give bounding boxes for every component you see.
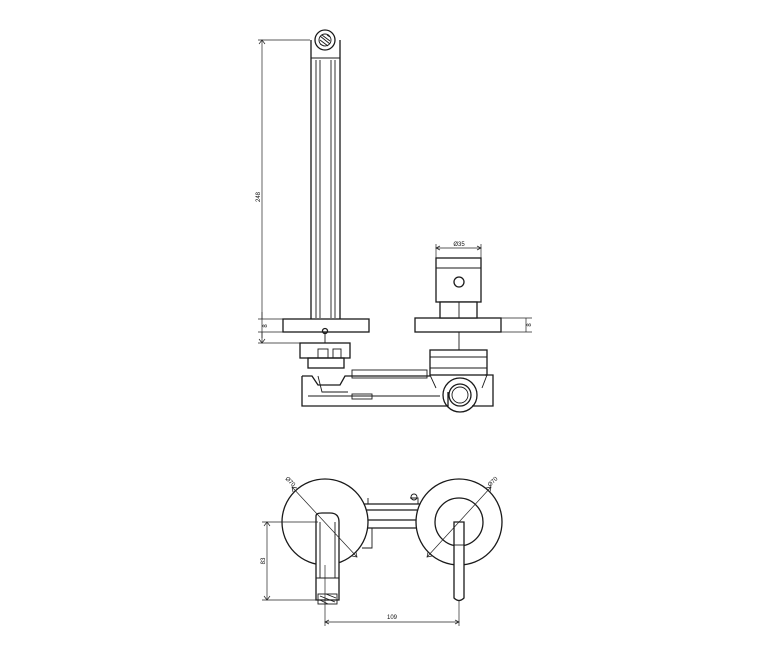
valve-body: [301, 369, 494, 407]
dim-left-rosette-diameter: [291, 486, 358, 558]
elevation-view: 248 8 Ø35 8: [256, 29, 533, 413]
plan-spout: [315, 512, 340, 605]
plan-lever: [453, 521, 465, 602]
spout-mounting-block: [299, 332, 351, 369]
dim-center-distance: [324, 565, 460, 626]
dim-center-distance-label: 109: [387, 615, 398, 621]
dim-handle-diameter-label: Ø35: [453, 242, 465, 248]
dim-spout-height-label: 248: [256, 191, 262, 202]
dim-right-rosette-diameter: [426, 486, 492, 558]
valve-cartridge: [429, 332, 488, 376]
dim-spout-projection: [262, 521, 318, 601]
dim-right-rosette-diameter-label: Ø70: [487, 476, 500, 489]
dim-spout-height: [258, 39, 310, 344]
left-rosette: [282, 318, 370, 333]
spout-pipe: [310, 40, 341, 322]
dim-left-rosette-thickness-label: 8: [263, 324, 269, 328]
right-rosette: [414, 317, 502, 333]
water-inlet-icon: [442, 377, 478, 413]
dim-right-rosette-thickness: [501, 317, 532, 333]
mixer-handle: [435, 257, 482, 319]
dim-handle-diameter: [435, 244, 482, 258]
aerator-icon: [314, 29, 336, 51]
dim-left-rosette-diameter-label: Ø70: [284, 476, 297, 489]
dim-spout-projection-label: 83: [261, 557, 267, 564]
plan-view: Ø70 Ø70 83 109: [261, 476, 503, 626]
dim-right-rosette-thickness-label: 8: [527, 323, 533, 327]
dim-left-rosette-thickness: [258, 312, 283, 338]
plan-connecting-body: [360, 493, 420, 549]
